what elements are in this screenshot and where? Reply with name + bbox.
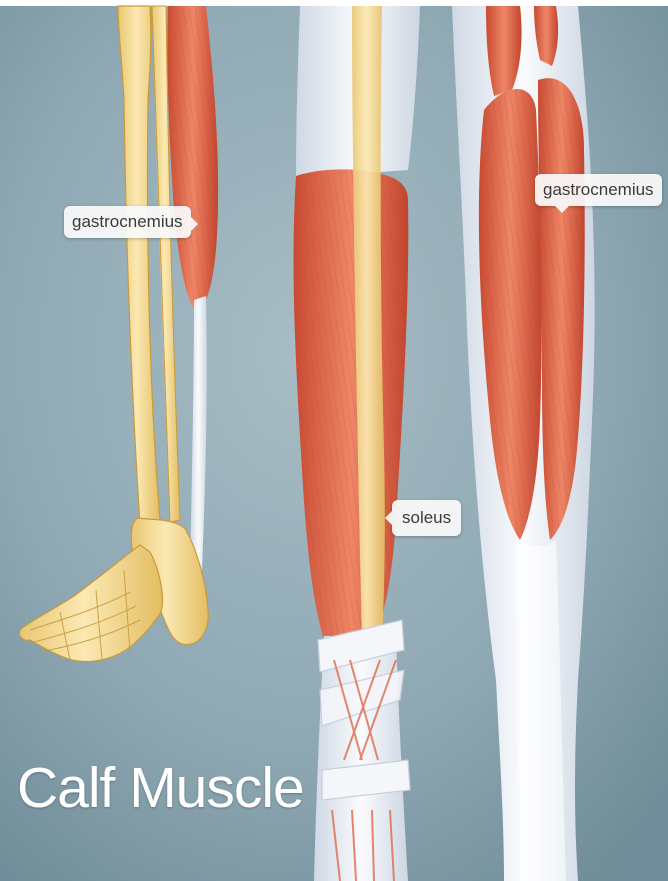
soleus-label: soleus — [392, 500, 461, 536]
gastrocnemius-label-side-text: gastrocnemius — [72, 212, 183, 231]
top-white-strip — [0, 0, 668, 6]
callout-pointer — [191, 217, 198, 231]
callout-pointer — [555, 206, 569, 213]
gastrocnemius-label-back-text: gastrocnemius — [543, 180, 654, 199]
callout-pointer — [385, 511, 392, 525]
gastrocnemius-label-back: gastrocnemius — [535, 174, 662, 206]
soleus-label-text: soleus — [402, 508, 451, 527]
page-title: Calf Muscle — [17, 755, 304, 821]
gastrocnemius-label-side: gastrocnemius — [64, 206, 191, 238]
